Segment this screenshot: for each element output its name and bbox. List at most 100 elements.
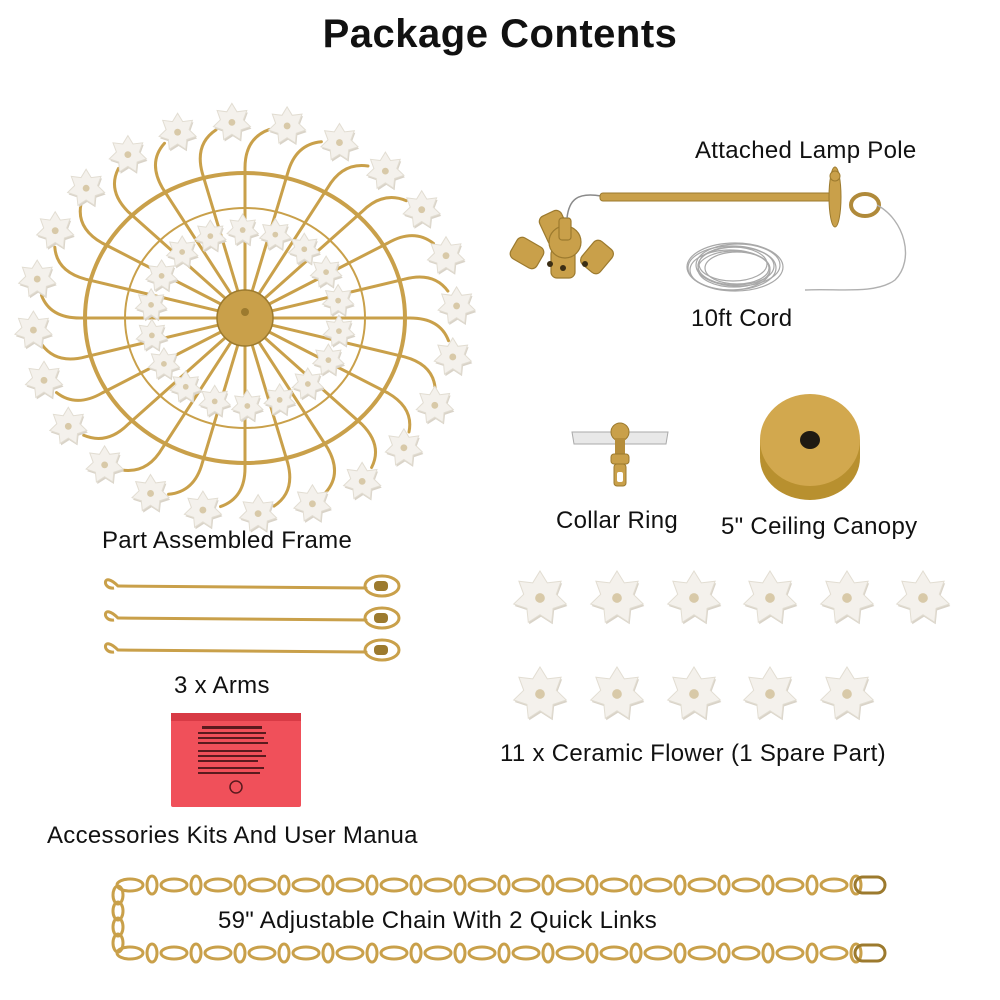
frame-flower [35,210,75,250]
frame-flower [309,255,343,289]
frame-arm [270,323,437,391]
flowers-group [505,570,965,725]
chain-link [585,874,599,896]
arm-rod [104,638,401,662]
cord-label: 10ft Cord [691,305,793,332]
frame-arm [257,163,370,296]
chain-link [409,874,423,896]
frame-flower [426,235,466,275]
frame-flower [17,259,57,299]
ceramic-flower [589,666,645,721]
frame-flower [198,384,232,418]
chain-link [775,877,805,893]
chain-link [717,942,731,964]
frame-arm [263,196,408,300]
chain-link [819,877,849,893]
chain-link [687,877,717,893]
frame-flower [169,369,203,404]
chain-link [643,945,673,961]
chain-link [423,945,453,961]
accessory-bag-icon [170,712,302,808]
chain-link [555,877,585,893]
arms-label: 3 x Arms [174,672,270,699]
frame-flower [238,493,278,533]
frame-flower [131,473,171,513]
frame-arm [263,336,378,469]
page-title: Package Contents [322,12,678,56]
frame-label: Part Assembled Frame [102,527,353,554]
frame-arm [198,128,240,293]
frame-arm [219,344,247,509]
frame-flower [85,444,125,484]
frame-flower [193,219,227,253]
frame-flower [108,134,148,174]
chain-link [761,874,775,896]
chain-link [145,942,159,964]
accessories-label: Accessories Kits And User Manua [47,822,418,849]
ceramic-flower [512,666,568,721]
lamp-pole-label: Attached Lamp Pole [695,137,917,164]
frame-flower [165,235,199,269]
chain-link [497,874,511,896]
chain-link [467,945,497,961]
ceramic-flower [742,570,798,625]
frame-arm [270,275,450,313]
chain-link [277,874,291,896]
chain-link [541,942,555,964]
chain-link [111,932,125,954]
chain-link [365,942,379,964]
frame-flower [183,490,223,530]
chain-link [379,877,409,893]
chain-link [555,945,585,961]
coiled-cord-icon [680,232,790,302]
chain-link [849,942,863,964]
chain-link [321,874,335,896]
chain-link [761,942,775,964]
chain-icon [100,865,900,975]
frame-arm [154,141,233,296]
arms-group [98,568,418,668]
frame-flower [263,382,297,417]
chain-link [203,877,233,893]
frame-flower [66,168,106,208]
ceramic-flower [589,570,645,625]
frame-arm [243,127,271,292]
ceramic-flower [895,570,951,625]
frame-arm [267,330,412,434]
chain-link [291,945,321,961]
chain-link [805,874,819,896]
chandelier-frame-icon [13,100,477,533]
chain-link [819,945,849,961]
frame-flower [342,461,382,501]
chain-link [291,877,321,893]
chain-link [629,942,643,964]
frame-flower [230,389,264,423]
chain-link [629,874,643,896]
frame-arm [250,140,323,293]
frame-arm [167,343,240,496]
frame-flower [291,367,325,401]
lamp-pole-icon [505,160,925,310]
ceramic-flower [819,666,875,721]
ceramic-flower [819,570,875,625]
frame-arm [82,336,227,440]
frame-flower [158,112,198,152]
chain-link [467,877,497,893]
chain-link [599,877,629,893]
chain-link [233,942,247,964]
frame-flower [437,285,477,325]
chain-link [409,942,423,964]
frame-hub [216,289,274,347]
chain-link [717,874,731,896]
frame-arm [112,167,227,300]
chain-link [111,916,125,938]
chain-link [189,942,203,964]
ceramic-flower [666,570,722,625]
chain-link [453,874,467,896]
frame-arm [40,293,219,320]
chain-link [145,874,159,896]
chain-link [189,874,203,896]
frame-flower [319,122,359,162]
chain-link [541,874,555,896]
chain-link [247,945,277,961]
